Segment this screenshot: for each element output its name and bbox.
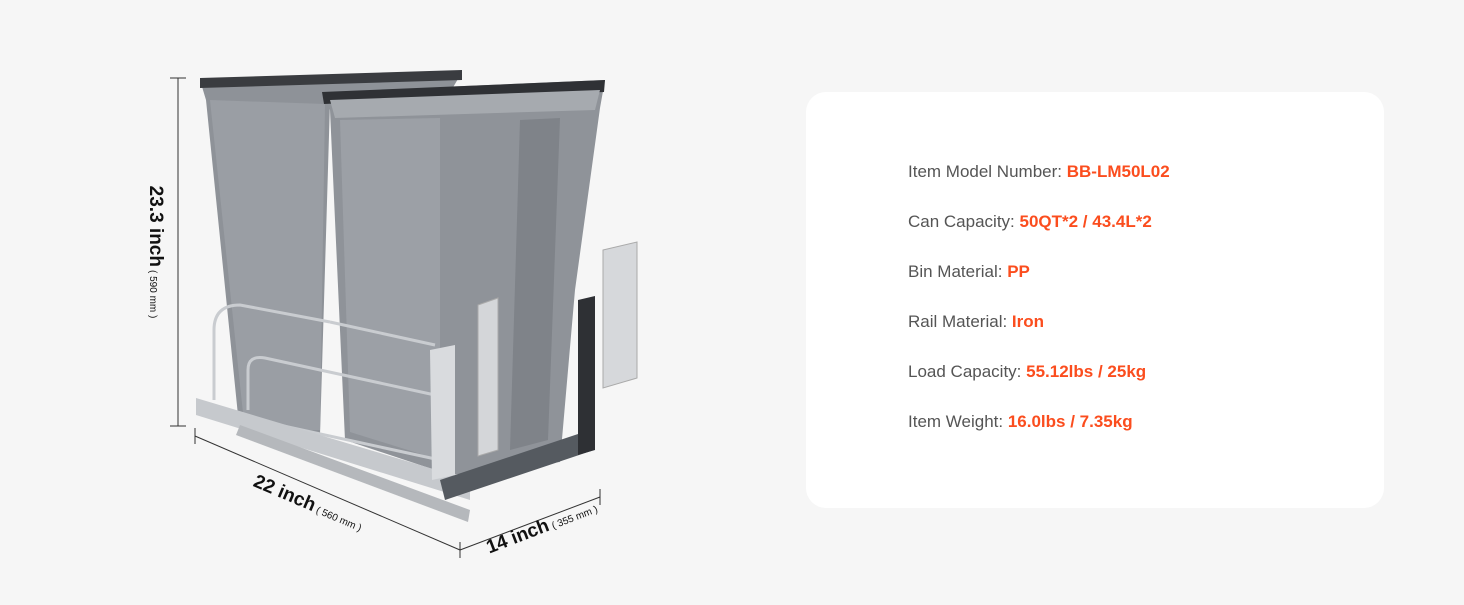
spec-label: Item Model Number: <box>908 162 1067 181</box>
spec-value: 55.12lbs / 25kg <box>1026 362 1147 381</box>
spec-label: Bin Material: <box>908 262 1008 281</box>
bin-left <box>200 70 462 435</box>
mounting-brackets <box>477 241 638 457</box>
spec-label: Load Capacity: <box>908 362 1027 381</box>
bin-right <box>322 80 605 475</box>
spec-value: 50QT*2 / 43.4L*2 <box>1019 212 1152 231</box>
height-value: 23.3 inch <box>145 185 166 267</box>
spec-label: Can Capacity: <box>908 212 1020 231</box>
spec-label: Rail Material: <box>908 312 1012 331</box>
rails <box>196 345 594 522</box>
dimension-lines <box>170 77 601 558</box>
pull-out-trash-can-image <box>170 70 638 558</box>
spec-value: Iron <box>1011 312 1045 331</box>
spec-load-capacity: Load Capacity: 55.12lbs / 25kg <box>908 362 1146 382</box>
height-dimension-label: 23.3 inch ( 590 mm ) <box>144 186 166 319</box>
spec-label: Item Weight: <box>908 412 1008 431</box>
spec-rail-material: Rail Material: Iron <box>908 312 1044 332</box>
spec-card: Item Model Number: BB-LM50L02 Can Capaci… <box>806 92 1384 508</box>
spec-bin-material: Bin Material: PP <box>908 262 1030 282</box>
spec-value: PP <box>1007 262 1030 281</box>
spec-model-number: Item Model Number: BB-LM50L02 <box>908 162 1170 182</box>
spec-item-weight: Item Weight: 16.0lbs / 7.35kg <box>908 412 1133 432</box>
spec-value: BB-LM50L02 <box>1066 162 1170 181</box>
spec-value: 16.0lbs / 7.35kg <box>1007 412 1133 431</box>
product-illustration: 23.3 inch( 590 mm ) 22 inch( 560 mm ) 14… <box>144 70 638 558</box>
height-metric: ( 590 mm ) <box>147 269 158 319</box>
spec-can-capacity: Can Capacity: 50QT*2 / 43.4L*2 <box>908 212 1152 232</box>
